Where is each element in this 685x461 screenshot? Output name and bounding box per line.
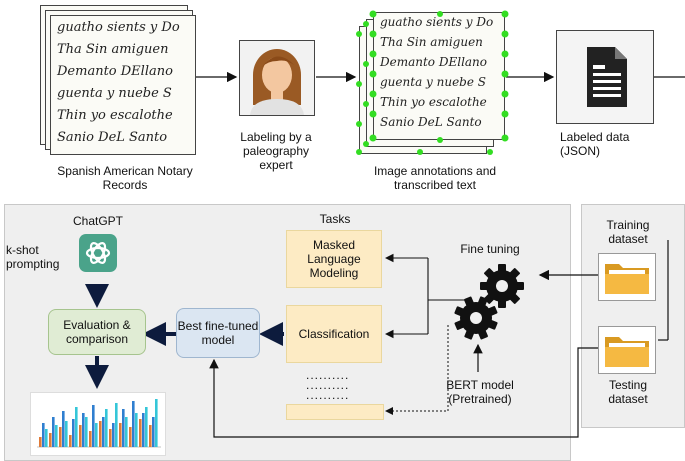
chart-bar [139,419,142,447]
chart-bar [89,431,92,447]
chart-bar [119,423,122,447]
results-chart-thumbnail [30,392,166,456]
annotations-label: Image annotations and transcribed text [373,164,497,192]
testing-label: Testing dataset [608,378,648,406]
chart-bar [132,401,135,447]
chart-bar [149,425,152,447]
chart-bar [152,417,155,447]
chart-bar [112,423,115,447]
testing-folder-icon [598,326,656,374]
chart-bar [79,425,82,447]
chart-bar [52,417,55,447]
folder-icon [605,337,649,367]
chart-bar [69,435,72,447]
tasks-title: Tasks [319,212,351,226]
gears-icon [450,258,534,344]
chart-bar [65,421,68,447]
chart-bar [72,419,75,447]
chart-bar [75,407,78,447]
labeling-label: Labeling by a paleography expert [240,130,312,172]
handwriting-line: guatho sients y Do [57,20,180,35]
handwriting-line: guatho sients y Do [380,15,494,29]
chart-bar [155,399,158,447]
labeled-data-label: Labeled data (JSON) [560,130,630,158]
chart-bar [59,427,62,447]
chart-bar [39,437,42,447]
chart-bar [135,413,138,447]
chart-bar [95,423,98,447]
chart-bar [102,417,105,447]
chart-bar [82,413,85,447]
chatgpt-logo-icon [79,234,117,272]
kshot-label: k-shot prompting [6,243,60,271]
handwriting-line: guenta y nuebe S [57,86,172,101]
handwriting-line: Tha Sin amiguen [57,42,169,57]
folder-icon [605,264,649,294]
records-label: Spanish American Notary Records [57,164,193,192]
chart-bar [125,417,128,447]
training-folder-icon [598,253,656,301]
chart-bar [145,407,148,447]
handwriting-line: Thin yo escalothe [380,95,487,109]
chart-bar [92,405,95,447]
labeled-data-box [556,30,654,124]
fine-tuning-label: Fine tuning [460,242,520,256]
task-classification-box: Classification [286,305,382,363]
bert-label: BERT model (Pretrained) [446,378,514,406]
task-mlm-label: Masked Language Modeling [307,238,361,280]
chart-bar [85,417,88,447]
handwriting-line: guenta y nuebe S [380,75,487,89]
handwriting-line: Thin yo escalothe [57,108,173,123]
handwriting-line: Demanto DEllano [57,64,173,79]
chart-bar [105,409,108,447]
best-model-label: Best fine-tuned model [177,319,259,347]
chart-bar [129,427,132,447]
chart-bar [62,411,65,447]
gear-icon [454,264,524,340]
chart-bar [49,433,52,447]
person-icon [250,49,304,115]
handwriting-line: Demanto DEllano [380,55,488,69]
results-chart-bars [37,399,161,448]
expert-avatar [239,40,315,116]
chart-bar [109,429,112,447]
task-classification-label: Classification [298,327,370,341]
evaluation-box: Evaluation & comparison [48,309,146,355]
chart-bar [122,409,125,447]
more-tasks-ellipsis: .............................. [306,368,350,402]
chart-bar [142,413,145,447]
best-model-box: Best fine-tuned model [176,308,260,358]
openai-knot-icon [85,242,111,264]
evaluation-label: Evaluation & comparison [63,318,131,346]
handwriting-line: Sanio DeL Santo [380,115,482,129]
chart-bar [99,421,102,447]
handwriting-line: Tha Sin amiguen [380,35,483,49]
document-icon [587,47,627,107]
handwriting-line: Sanio DeL Santo [57,130,168,145]
task-mlm-box: Masked Language Modeling [286,230,382,288]
chart-bar [115,403,118,447]
chatgpt-label: ChatGPT [72,214,123,228]
task-extra-box [286,404,384,420]
chart-bar [55,425,58,447]
chart-bar [45,429,48,447]
chart-bar [42,423,45,447]
training-label: Training dataset [606,218,650,246]
